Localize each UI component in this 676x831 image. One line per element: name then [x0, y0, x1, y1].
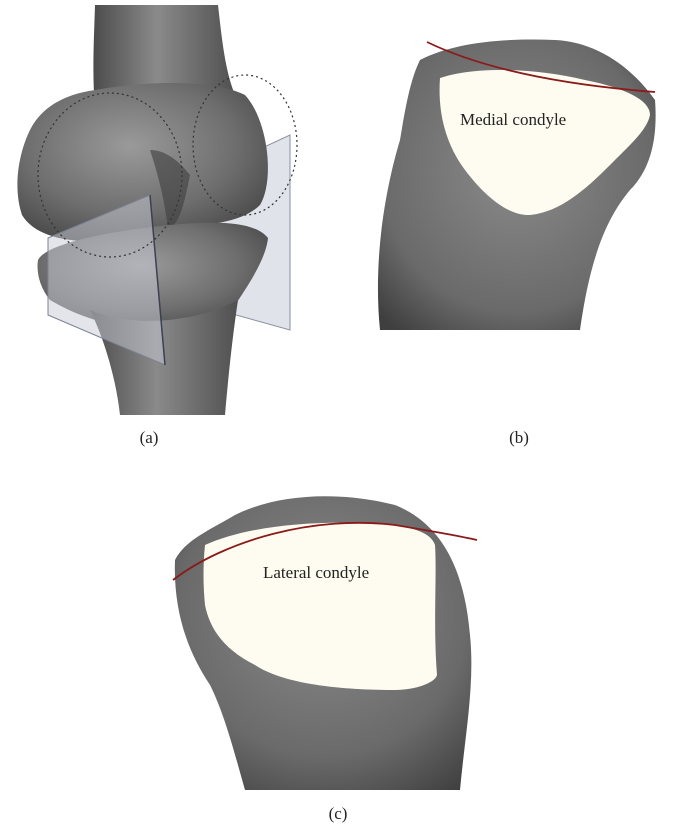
- panel-c-lateral-condyle: Lateral condyle: [165, 485, 485, 795]
- medial-condyle-label: Medial condyle: [460, 110, 566, 129]
- caption-c: (c): [318, 804, 358, 824]
- lateral-condyle-illustration: Lateral condyle: [165, 485, 485, 795]
- knee-joint-illustration: [0, 0, 310, 420]
- panel-a-knee-joint: [0, 0, 310, 420]
- caption-a: (a): [129, 428, 169, 448]
- caption-b: (b): [499, 428, 539, 448]
- lateral-condyle-label: Lateral condyle: [263, 563, 369, 582]
- panel-b-medial-condyle: Medial condyle: [365, 30, 665, 335]
- medial-condyle-illustration: Medial condyle: [365, 30, 665, 335]
